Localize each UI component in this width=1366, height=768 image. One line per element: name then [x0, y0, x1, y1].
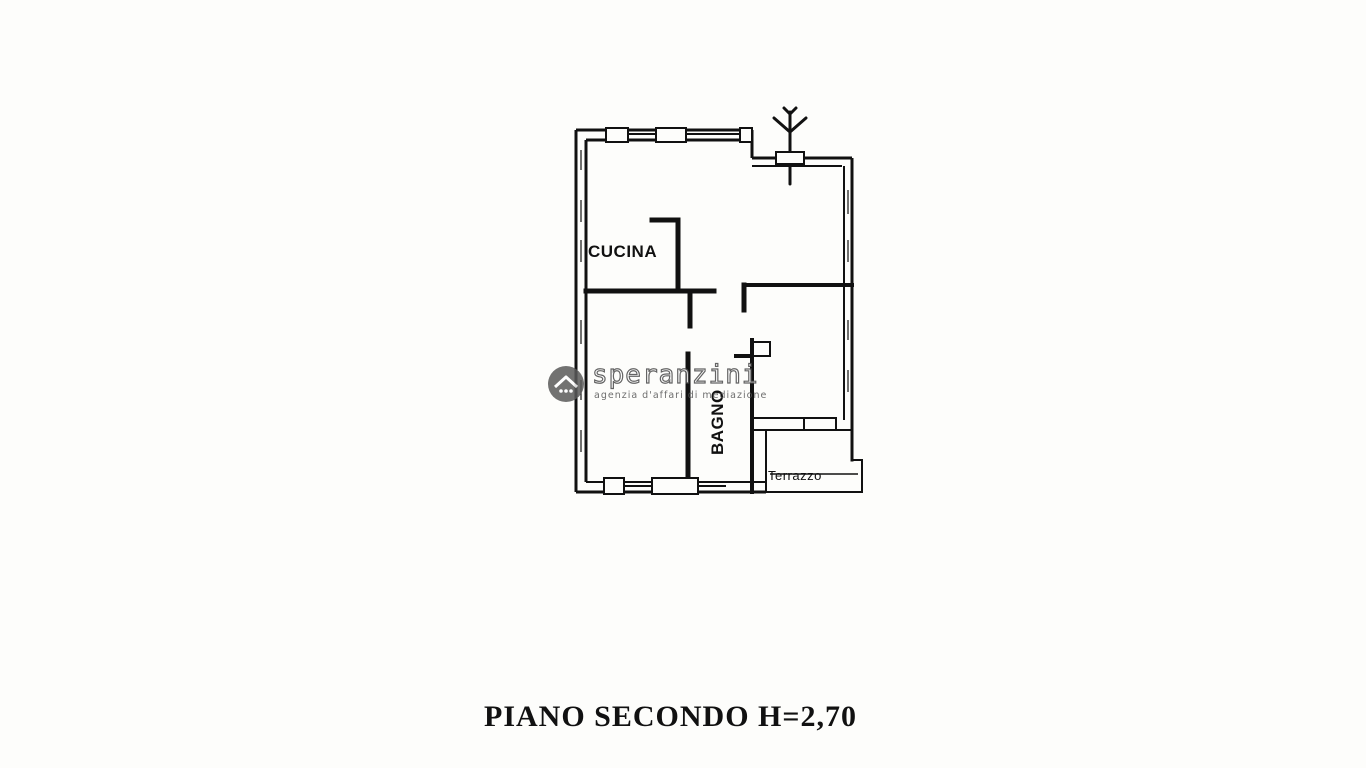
north-arrow-icon [772, 106, 808, 186]
interior-walls [583, 217, 863, 494]
top-windows [605, 127, 753, 143]
agency-tagline: agenzia d'affari di mediazione [594, 390, 768, 401]
room-label-kitchen: CUCINA [588, 242, 658, 261]
wall-hatching [580, 150, 849, 452]
agency-brand-name: speranzini [591, 359, 759, 390]
agency-watermark: speranzini agenzia d'affari di mediazion… [548, 359, 828, 404]
floor-caption: PIANO SECONDO H=2,70 [484, 700, 857, 733]
agency-logo-icon [548, 366, 584, 402]
bottom-windows [603, 477, 726, 495]
room-label-terrace: Terrazzo [768, 468, 822, 483]
